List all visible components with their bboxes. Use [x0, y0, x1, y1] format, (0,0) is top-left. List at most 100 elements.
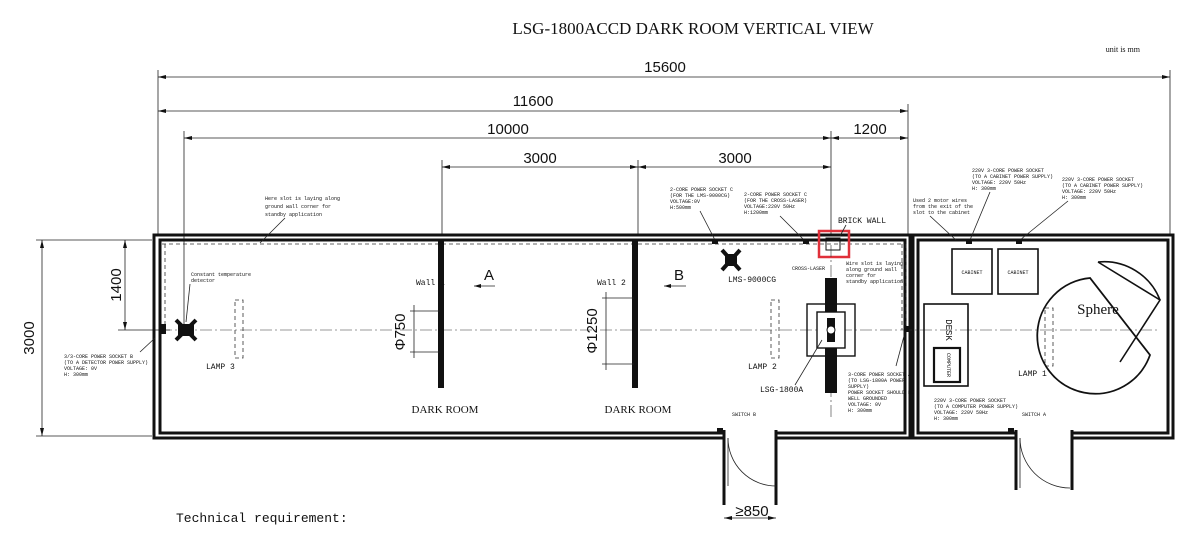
socket-pc-note: 220V 3-CORE POWER SOCKET (TO A COMPUTER …	[934, 398, 1018, 422]
svg-text:standby application: standby application	[846, 279, 903, 285]
door-width-label: ≥850	[735, 503, 768, 520]
arrow-b-label: B	[674, 267, 684, 284]
motor-wires-note: Used 2 motor wires from the exit of the …	[913, 198, 973, 241]
dim-total-label: 15600	[644, 59, 686, 76]
svg-text:VOLTAGE:0V: VOLTAGE:0V	[670, 199, 700, 205]
svg-text:220V 3-CORE POWER SOCKET: 220V 3-CORE POWER SOCKET	[934, 398, 1006, 404]
socket-a-note: 3-CORE POWER SOCKET A (TO LSG-1800A POWE…	[848, 326, 914, 414]
cabinet-2	[997, 248, 1039, 295]
svg-text:along ground wall: along ground wall	[846, 267, 897, 273]
slot-note: Here slot is laying along ground wall co…	[259, 196, 340, 244]
svg-text:220V 3-CORE POWER SOCKET: 220V 3-CORE POWER SOCKET	[1062, 177, 1134, 183]
svg-text:ground wall corner for: ground wall corner for	[265, 204, 331, 210]
lamp-2	[770, 299, 780, 359]
temp-detector-label-1: Constant temperature	[191, 272, 251, 278]
tech-req-label: Technical requirement:	[176, 511, 348, 526]
dark-room-2-label: DARK ROOM	[605, 404, 672, 416]
sphere-label: Sphere	[1077, 302, 1119, 318]
lamp-3	[234, 299, 244, 359]
svg-text:slot to the cabinet: slot to the cabinet	[913, 210, 970, 216]
aperture-1250: Φ1250	[584, 292, 634, 370]
svg-text:H: 300mm: H: 300mm	[848, 408, 872, 414]
dimension-height-3000: 3000	[21, 239, 152, 437]
temp-detector-label-2: detector	[191, 278, 215, 284]
computer	[932, 346, 962, 384]
arrow-a-label: A	[484, 267, 494, 284]
switch-a-icon	[1008, 428, 1014, 434]
wall-2	[632, 240, 638, 388]
brick-wall-block	[825, 237, 841, 251]
switch-a-label: SWITCH A	[1022, 412, 1046, 418]
svg-text:H: 300mm: H: 300mm	[64, 372, 88, 378]
phi-1250-label: Φ1250	[584, 308, 601, 353]
cabinet-1-label: CABINET	[961, 270, 982, 276]
svg-text:corner for: corner for	[846, 273, 876, 279]
dimension-3000-pair: 3000 3000	[441, 150, 831, 236]
wall-1	[438, 240, 444, 388]
wall-1-label: Wall 1	[416, 279, 445, 288]
aperture-750: Φ750	[392, 305, 440, 358]
svg-text:H:500mm: H:500mm	[670, 205, 691, 211]
wire-slot-note: Wire slot is laying along ground wall co…	[846, 261, 903, 285]
socket-c2-note: 2-CORE POWER SOCKET C (FOR THE CROSS-LAS…	[744, 192, 809, 244]
svg-text:(TO A CABINET POWER SUPPLY): (TO A CABINET POWER SUPPLY)	[972, 174, 1053, 180]
svg-text:Here slot is laying along: Here slot is laying along	[265, 196, 340, 202]
lms-label: LMS-9000CG	[728, 276, 776, 285]
dimension-15600: 15600	[157, 59, 1171, 236]
svg-text:standby application: standby application	[265, 212, 322, 218]
dim-3000b-label: 3000	[718, 150, 751, 167]
svg-text:VOLTAGE: 220V 50Hz: VOLTAGE: 220V 50Hz	[1062, 189, 1116, 195]
svg-text:3-CORE POWER SOCKET A: 3-CORE POWER SOCKET A	[848, 372, 911, 378]
svg-text:VOLTAGE: 220V 50Hz: VOLTAGE: 220V 50Hz	[972, 180, 1026, 186]
svg-text:(TO A COMPUTER POWER SUPPLY): (TO A COMPUTER POWER SUPPLY)	[934, 404, 1018, 410]
dimension-10000: 10000 1200	[183, 121, 908, 330]
sphere	[1036, 260, 1162, 395]
door-b: ≥850	[722, 430, 778, 520]
switch-b-label: SWITCH B	[732, 412, 756, 418]
phi-750-label: Φ750	[392, 314, 409, 351]
socket-c1-note: 2-CORE POWER SOCKET C (FOR THE LMS-9000C…	[670, 187, 733, 244]
lms-9000cg-icon	[720, 248, 742, 272]
desk	[923, 303, 969, 387]
svg-text:H:1200mm: H:1200mm	[744, 210, 768, 216]
switch-b-icon	[717, 428, 723, 434]
cabinet-2-label: CABINET	[1007, 270, 1028, 276]
socket-cabinet-1-note: 220V 3-CORE POWER SOCKET (TO A CABINET P…	[966, 168, 1053, 244]
lamp-3-label: LAMP 3	[206, 363, 235, 372]
svg-text:2-CORE POWER SOCKET C: 2-CORE POWER SOCKET C	[744, 192, 807, 198]
drawing-title: LSG-1800ACCD DARK ROOM VERTICAL VIEW	[512, 19, 874, 38]
lamp-1-label: LAMP 1	[1018, 370, 1047, 379]
svg-text:(FOR THE LMS-9000CG): (FOR THE LMS-9000CG)	[670, 193, 730, 199]
svg-text:Wire slot is laying: Wire slot is laying	[846, 261, 903, 267]
lsg-1800a-machine	[806, 245, 856, 420]
building-walls	[152, 233, 1175, 442]
dark-room-1-label: DARK ROOM	[412, 404, 479, 416]
view-arrow-a: A	[474, 267, 495, 288]
svg-text:2-CORE POWER SOCKET C: 2-CORE POWER SOCKET C	[670, 187, 733, 193]
dim-10000-label: 10000	[487, 121, 529, 138]
unit-note: unit is mm	[1106, 45, 1141, 54]
svg-text:POWER SOCKET SHOULD BE: POWER SOCKET SHOULD BE	[848, 390, 914, 396]
view-arrow-b: B	[664, 267, 686, 288]
lamp-2-label: LAMP 2	[748, 363, 777, 372]
dim-11600-label: 11600	[513, 93, 554, 110]
lamp-1	[1044, 307, 1054, 367]
desk-label: DESK	[943, 319, 953, 341]
dimension-11600: 11600	[158, 93, 909, 236]
svg-text:H: 300mm: H: 300mm	[934, 416, 958, 422]
svg-text:H: 300mm: H: 300mm	[972, 186, 996, 192]
svg-text:VOLTAGE: 0V: VOLTAGE: 0V	[64, 366, 97, 372]
door-a	[1014, 430, 1074, 490]
dim-3000a-label: 3000	[523, 150, 556, 167]
dim-1200-label: 1200	[853, 121, 886, 138]
wall-2-label: Wall 2	[597, 279, 626, 288]
svg-text:(FOR THE CROSS-LASER): (FOR THE CROSS-LASER)	[744, 198, 807, 204]
svg-text:220V 3-CORE POWER SOCKET: 220V 3-CORE POWER SOCKET	[972, 168, 1044, 174]
svg-text:(TO A CABINET POWER SUPPLY): (TO A CABINET POWER SUPPLY)	[1062, 183, 1143, 189]
svg-text:H: 300mm: H: 300mm	[1062, 195, 1086, 201]
brick-wall-highlight	[817, 229, 851, 259]
dim-1400-label: 1400	[108, 268, 125, 301]
cross-laser-label: CROSS-LASER	[792, 266, 825, 272]
socket-cabinet-2-note: 220V 3-CORE POWER SOCKET (TO A CABINET P…	[1016, 177, 1143, 244]
